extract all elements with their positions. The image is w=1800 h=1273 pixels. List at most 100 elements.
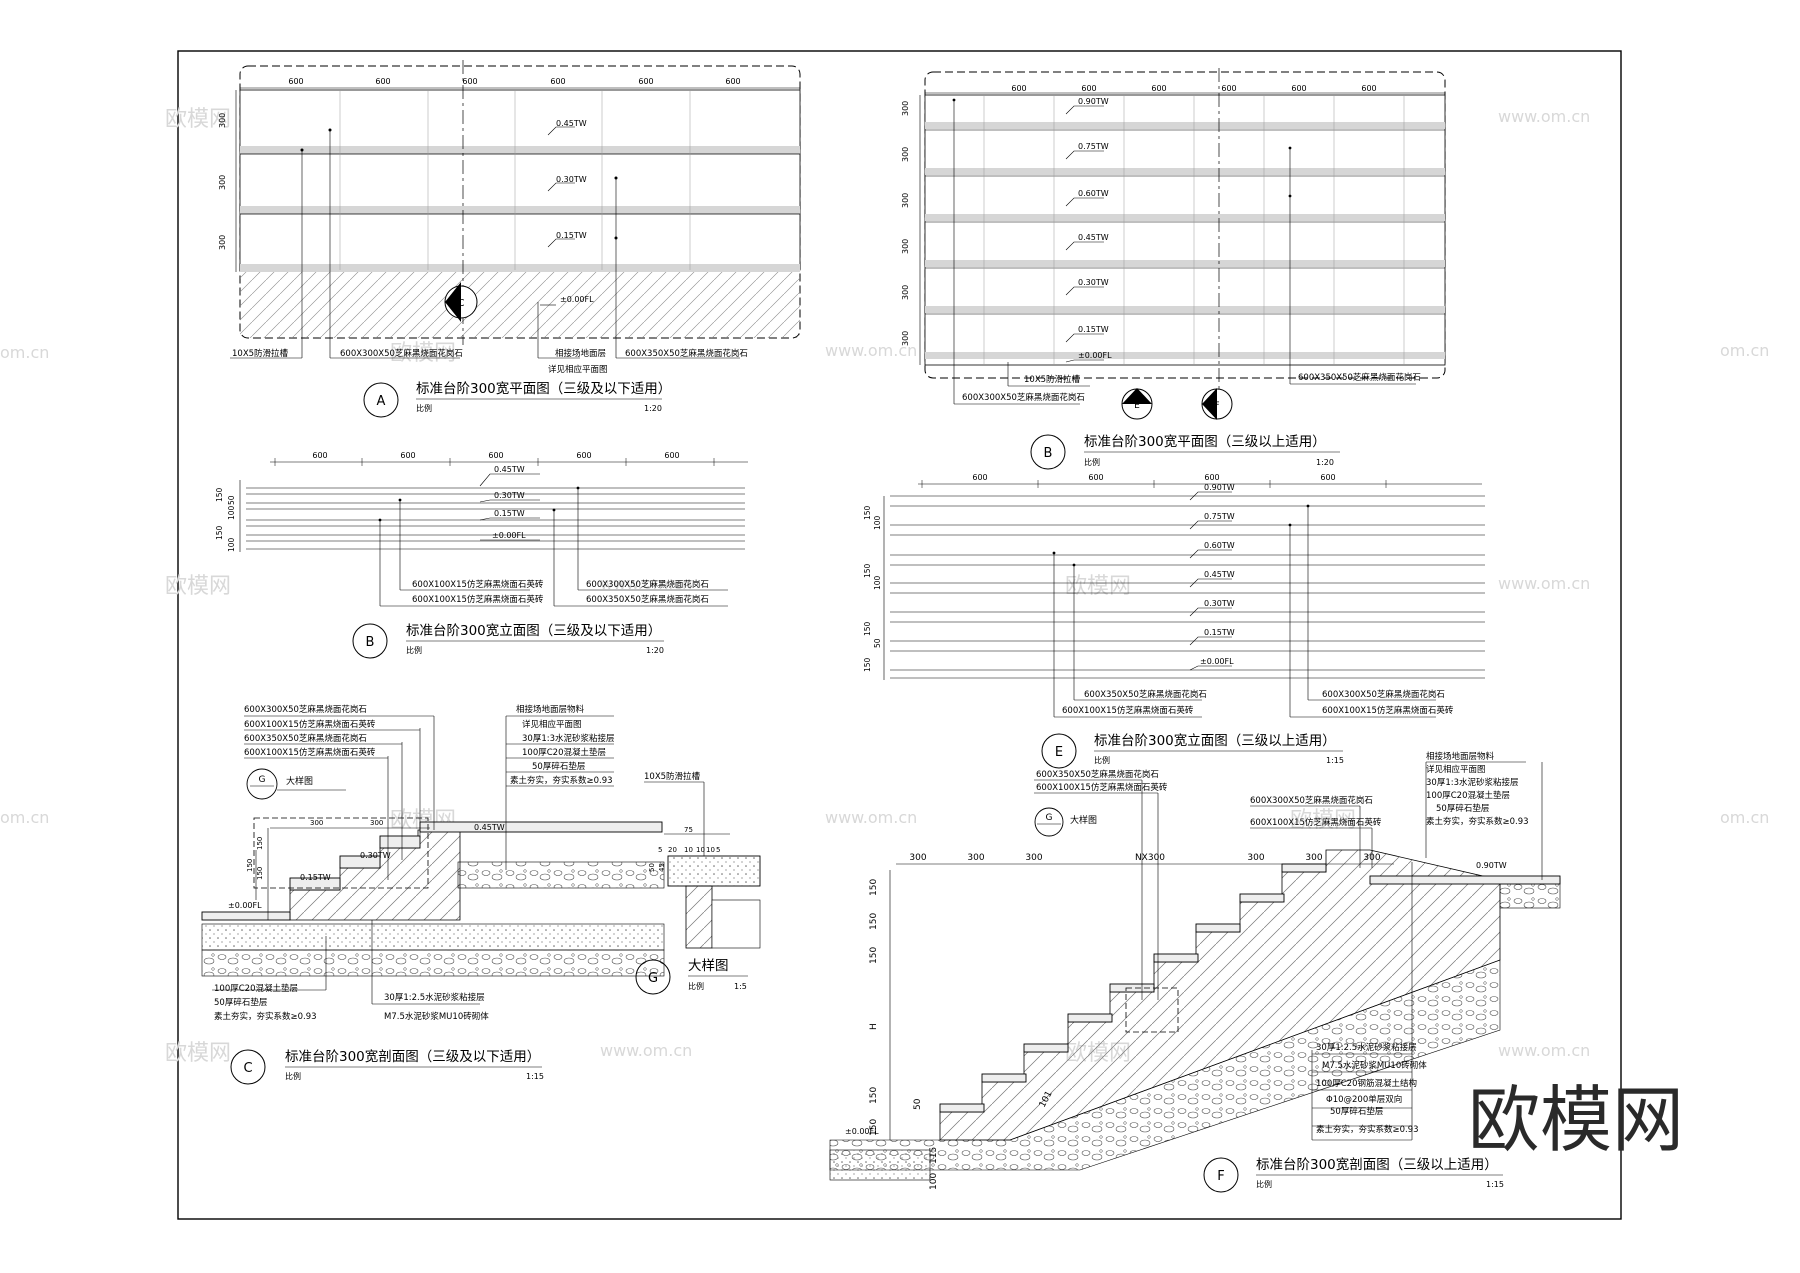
svg-text:±0.00FL: ±0.00FL: [1078, 351, 1112, 360]
svg-text:150: 150: [869, 879, 879, 896]
svg-text:标准台阶300宽平面图（三级以上适用）: 标准台阶300宽平面图（三级以上适用）: [1084, 433, 1326, 450]
svg-text:0.30TW: 0.30TW: [1204, 599, 1235, 608]
svg-text:100: 100: [227, 505, 236, 520]
svg-text:300: 300: [218, 235, 227, 250]
section-marker-e: E: [1121, 388, 1153, 420]
svg-text:10: 10: [706, 846, 715, 854]
svg-text:150: 150: [256, 837, 264, 850]
svg-text:150: 150: [246, 859, 254, 872]
title-e: E 标准台阶300宽立面图（三级以上适用） 比例 1:15: [1041, 732, 1344, 769]
section-marker-c: C: [444, 282, 478, 322]
svg-text:100: 100: [873, 515, 882, 530]
svg-text:5: 5: [658, 846, 662, 854]
svg-text:300: 300: [901, 239, 910, 254]
svg-text:H: H: [869, 1023, 879, 1030]
svg-text:0.30TW: 0.30TW: [1078, 278, 1109, 287]
svg-text:100厚C20混凝土垫层: 100厚C20混凝土垫层: [214, 983, 298, 994]
svg-text:欧模网: 欧模网: [390, 341, 456, 366]
svg-text:C: C: [243, 1061, 252, 1076]
svg-text:相接场地面层物料: 相接场地面层物料: [1426, 751, 1495, 762]
svg-text:相接场地面层物料: 相接场地面层物料: [516, 704, 585, 715]
svg-text:300: 300: [218, 175, 227, 190]
svg-text:G: G: [259, 775, 266, 785]
svg-text:600: 600: [312, 451, 327, 460]
svg-text:50厚碎石垫层: 50厚碎石垫层: [214, 997, 267, 1008]
svg-text:1:20: 1:20: [1316, 458, 1334, 467]
svg-text:600X100X15仿芝麻黑烧面石英砖: 600X100X15仿芝麻黑烧面石英砖: [1250, 817, 1382, 828]
svg-text:0.60TW: 0.60TW: [1204, 541, 1235, 550]
svg-text:600X350X50芝麻黑烧面花岗石: 600X350X50芝麻黑烧面花岗石: [244, 733, 367, 744]
svg-text:600X300X50芝麻黑烧面花岗石: 600X300X50芝麻黑烧面花岗石: [962, 392, 1085, 403]
svg-text:10: 10: [696, 846, 705, 854]
svg-text:0.75TW: 0.75TW: [1078, 142, 1109, 151]
title-c: C 标准台阶300宽剖面图（三级及以下适用） 比例 1:15: [230, 1048, 544, 1085]
svg-text:600: 600: [1204, 473, 1219, 482]
svg-text:M7.5水泥砂浆MU10砖砌体: M7.5水泥砂浆MU10砖砌体: [384, 1011, 489, 1022]
svg-text:300: 300: [1305, 853, 1322, 863]
svg-text:600: 600: [1088, 473, 1103, 482]
svg-text:A: A: [377, 394, 386, 409]
svg-text:300: 300: [909, 853, 926, 863]
svg-text:1:20: 1:20: [644, 404, 662, 413]
svg-text:欧模网: 欧模网: [1065, 574, 1131, 599]
svg-text:150: 150: [215, 525, 224, 540]
svg-text:600X100X15仿芝麻黑烧面石英砖: 600X100X15仿芝麻黑烧面石英砖: [412, 594, 544, 605]
svg-text:150: 150: [863, 657, 872, 672]
svg-text:30厚1:3水泥砂浆粘接层: 30厚1:3水泥砂浆粘接层: [522, 733, 615, 744]
svg-text:欧模网: 欧模网: [165, 574, 231, 599]
svg-text:标准台阶300宽立面图（三级及以下适用）: 标准台阶300宽立面图（三级及以下适用）: [406, 622, 661, 639]
svg-text:比例: 比例: [406, 645, 422, 655]
svg-text:标准台阶300宽立面图（三级以上适用）: 标准台阶300宽立面图（三级以上适用）: [1094, 732, 1336, 749]
svg-text:om.cn: om.cn: [0, 343, 49, 362]
svg-text:600: 600: [576, 451, 591, 460]
svg-text:150: 150: [863, 505, 872, 520]
svg-text:50厚碎石垫层: 50厚碎石垫层: [1330, 1106, 1383, 1117]
svg-text:0.45TW: 0.45TW: [474, 823, 505, 832]
svg-text:100: 100: [227, 537, 236, 552]
svg-text:75: 75: [684, 826, 693, 834]
svg-text:600: 600: [664, 451, 679, 460]
svg-text:600: 600: [638, 77, 653, 86]
svg-text:±0.00FL: ±0.00FL: [560, 295, 594, 304]
svg-text:欧模网: 欧模网: [165, 1041, 231, 1066]
svg-text:素土夯实，夯实系数≥0.93: 素土夯实，夯实系数≥0.93: [1316, 1124, 1419, 1135]
svg-text:300: 300: [1247, 853, 1264, 863]
svg-text:0.30TW: 0.30TW: [494, 491, 525, 500]
svg-text:E: E: [1055, 745, 1063, 760]
svg-text:300: 300: [901, 147, 910, 162]
svg-text:600: 600: [462, 77, 477, 86]
svg-text:5: 5: [716, 846, 720, 854]
svg-text:50: 50: [913, 1098, 923, 1110]
svg-text:50: 50: [873, 638, 882, 648]
svg-text:600: 600: [1011, 84, 1026, 93]
brand-watermark: 欧模网: [1468, 1078, 1684, 1162]
svg-text:300: 300: [370, 819, 383, 827]
svg-text:相接场地面层: 相接场地面层: [555, 348, 606, 359]
svg-text:比例: 比例: [688, 981, 704, 991]
svg-text:www.om.cn: www.om.cn: [825, 808, 917, 827]
svg-text:50厚碎石垫层: 50厚碎石垫层: [532, 761, 585, 772]
svg-text:150: 150: [869, 1119, 879, 1136]
svg-text:www.om.cn: www.om.cn: [600, 1041, 692, 1060]
svg-text:30厚1:2.5水泥砂浆粘接层: 30厚1:2.5水泥砂浆粘接层: [384, 992, 485, 1003]
svg-text:0.30TW: 0.30TW: [360, 851, 391, 860]
svg-text:1:15: 1:15: [1326, 756, 1344, 765]
svg-text:600X350X50芝麻黑烧面花岗石: 600X350X50芝麻黑烧面花岗石: [1298, 372, 1421, 383]
marker-g-ref: G 大样图: [246, 768, 346, 800]
svg-text:G: G: [1046, 813, 1053, 823]
svg-text:1:15: 1:15: [1486, 1180, 1504, 1189]
svg-text:150: 150: [256, 867, 264, 880]
svg-text:300: 300: [967, 853, 984, 863]
sheet-border: [177, 50, 1622, 1220]
svg-text:150: 150: [863, 563, 872, 578]
svg-text:比例: 比例: [416, 403, 432, 413]
svg-text:大样图: 大样图: [286, 775, 313, 787]
svg-text:45: 45: [658, 863, 666, 872]
svg-text:600: 600: [725, 77, 740, 86]
svg-text:600X300X50芝麻黑烧面花岗石: 600X300X50芝麻黑烧面花岗石: [586, 579, 709, 590]
svg-text:600X350X50芝麻黑烧面花岗石: 600X350X50芝麻黑烧面花岗石: [625, 348, 748, 359]
svg-text:300: 300: [1025, 853, 1042, 863]
